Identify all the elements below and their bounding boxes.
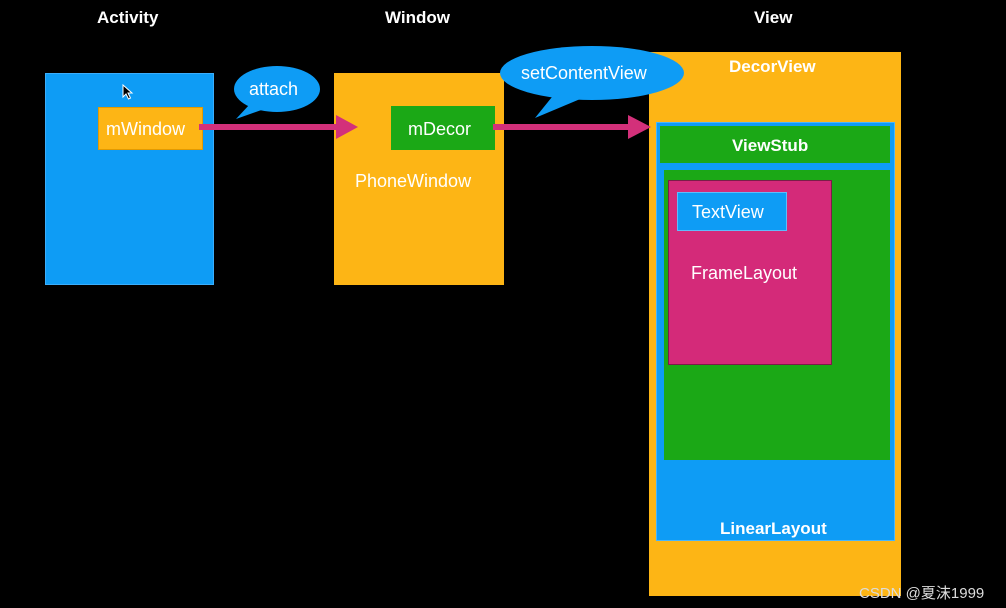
textview-box [677,192,787,231]
header-window: Window [385,8,450,27]
cursor-icon [122,84,134,100]
header-view: View [754,8,793,27]
mdecor-label: mDecor [408,119,472,139]
setcontentview-bubble [500,46,684,118]
header-activity: Activity [97,8,159,27]
attach-bubble-text: attach [249,79,299,99]
watermark: CSDN @夏沫1999 [859,585,985,602]
decorview-label: DecorView [729,57,816,76]
attach-bubble [234,66,320,119]
linearlayout-label: LinearLayout [720,519,827,538]
framelayout-label: FrameLayout [691,263,798,283]
mdecor-field [391,106,495,150]
mwindow-label: mWindow [106,119,186,139]
arrow-window-to-view [493,115,651,139]
mwindow-field [98,107,203,150]
textview-label: TextView [692,202,764,222]
phonewindow-label: PhoneWindow [355,171,472,191]
arrow-activity-to-window [199,115,358,139]
viewstub-label: ViewStub [732,136,809,155]
setcontentview-bubble-text: setContentView [521,63,647,83]
viewstub-box [660,126,890,163]
